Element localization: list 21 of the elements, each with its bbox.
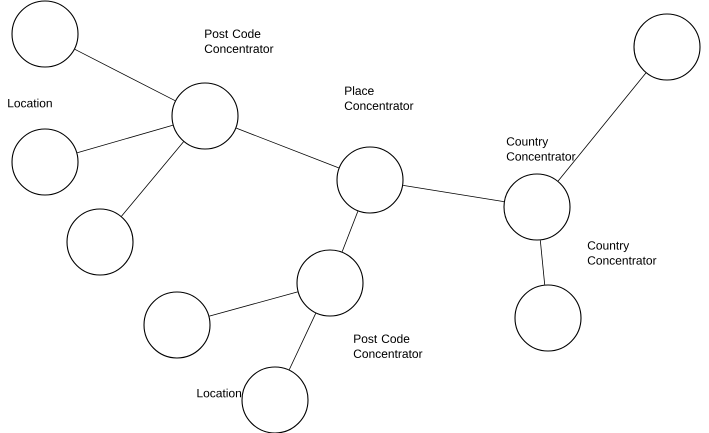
connector-line xyxy=(76,124,174,154)
connector-line xyxy=(288,312,316,370)
connector-line xyxy=(208,291,298,317)
node-label: Country Concentrator xyxy=(506,137,576,161)
connector-line xyxy=(540,240,546,285)
node-label: Location xyxy=(197,388,242,398)
connector-line xyxy=(402,184,504,202)
connector-line xyxy=(121,141,184,217)
circle-node xyxy=(66,208,134,276)
connector-line xyxy=(558,72,646,182)
circle-node xyxy=(143,291,211,359)
circle-node xyxy=(11,0,79,68)
node-label: Country Concentrator xyxy=(588,241,656,265)
node-label: Place Concentrator xyxy=(344,86,414,110)
connector-line xyxy=(342,210,358,252)
node-label: Post Code Concentrator xyxy=(204,29,274,53)
connector-line xyxy=(74,48,176,102)
node-label: Post Code Concentrator xyxy=(354,334,422,358)
circle-node xyxy=(633,13,701,81)
node-label: Location xyxy=(8,98,52,108)
connector-line xyxy=(236,128,340,168)
